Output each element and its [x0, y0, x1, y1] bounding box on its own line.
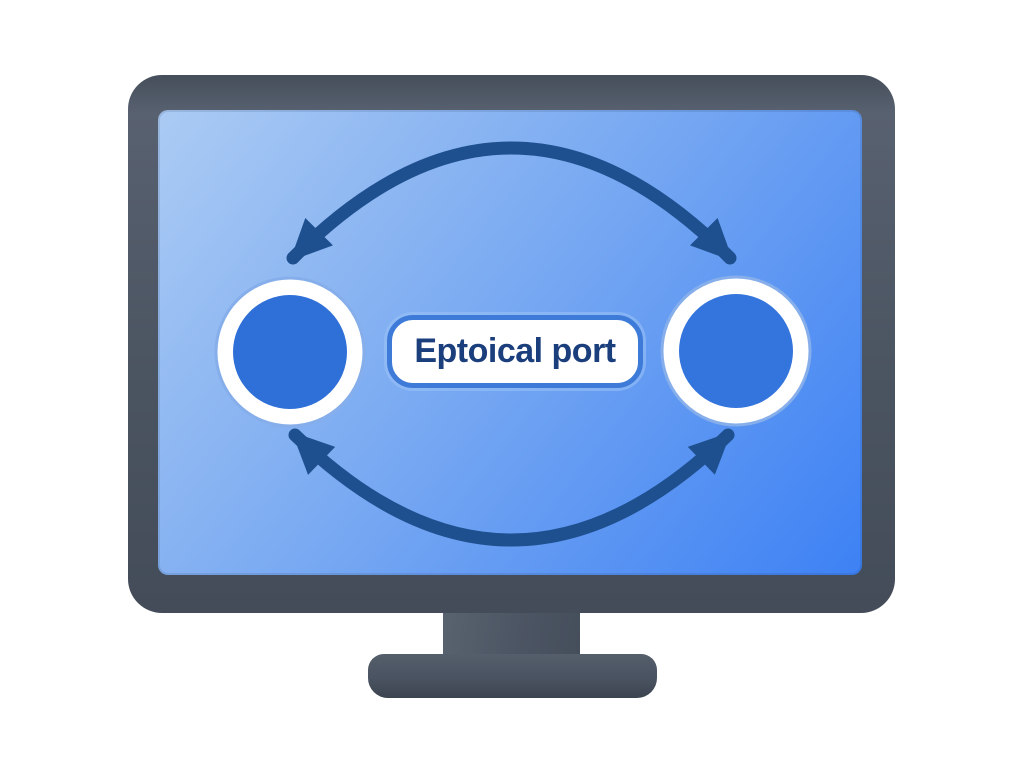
monitor-stand-neck: [443, 608, 580, 660]
center-label-text: Eptoical port: [414, 332, 616, 370]
monitor-frame: Eptoical port: [128, 75, 895, 613]
monitor-stand-base: [368, 654, 657, 698]
top-arc-arrow: [286, 141, 737, 265]
center-label: Eptoical port: [387, 315, 643, 388]
right-node-circle: [679, 294, 793, 408]
monitor-screen: Eptoical port: [158, 110, 862, 575]
left-node-circle: [233, 295, 347, 409]
bottom-arc-arrow: [288, 428, 735, 547]
cycle-diagram: [214, 141, 812, 547]
